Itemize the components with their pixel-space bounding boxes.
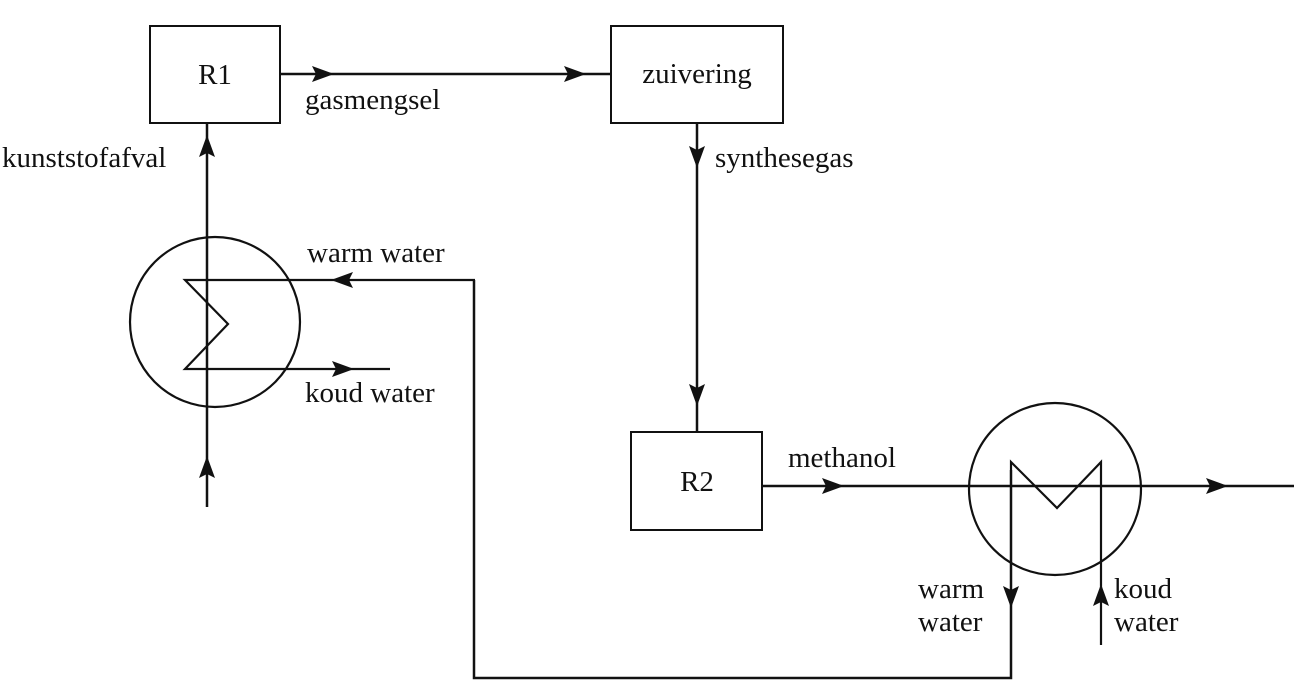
gasmengsel-arrow-2 bbox=[564, 66, 586, 82]
warm-water-return-line bbox=[472, 280, 1013, 680]
kunststofafval-arrow-top bbox=[199, 135, 215, 157]
heat-exchanger-left: warm water koud water bbox=[128, 235, 475, 409]
koud-water-left-label: koud water bbox=[305, 377, 435, 409]
methanol-arrow-2 bbox=[1206, 478, 1228, 494]
synthesegas-arrow-1 bbox=[689, 146, 705, 168]
gasmengsel-arrow-1 bbox=[312, 66, 334, 82]
stream-gasmengsel: gasmengsel bbox=[280, 66, 611, 116]
gasmengsel-label: gasmengsel bbox=[305, 84, 440, 116]
reactor-r1-box bbox=[149, 25, 281, 124]
reactor-r2-label: R2 bbox=[680, 466, 714, 498]
koud-water-bottom-arrow bbox=[1093, 584, 1109, 606]
synthesegas-arrow-2 bbox=[689, 384, 705, 406]
kunststofafval-label: kunststofafval bbox=[2, 142, 166, 174]
methanol-label: methanol bbox=[788, 442, 896, 474]
heat-exchanger-right-coil bbox=[1009, 459, 1103, 645]
stream-kunststofafval: kunststofafval bbox=[2, 123, 215, 507]
kunststofafval-arrow-bottom bbox=[199, 456, 215, 478]
methanol-arrow-1 bbox=[822, 478, 844, 494]
stream-methanol: methanol bbox=[762, 442, 1294, 494]
heat-exchanger-right-shell bbox=[967, 401, 1143, 577]
warm-water-bottom-line2: water bbox=[918, 606, 983, 638]
koud-water-left-arrow bbox=[332, 361, 354, 377]
heat-exchanger-left-coil bbox=[182, 278, 475, 371]
warm-water-bottom-arrow bbox=[1003, 586, 1019, 608]
heat-exchanger-left-shell bbox=[128, 235, 302, 409]
purification-label: zuivering bbox=[642, 58, 752, 90]
heat-exchanger-right: warm water koud water bbox=[918, 401, 1179, 645]
stream-synthesegas: synthesegas bbox=[689, 123, 854, 432]
warm-water-top-label: warm water bbox=[307, 237, 445, 269]
reactor-r2: R2 bbox=[630, 431, 763, 531]
warm-water-bottom-label: warm water bbox=[918, 573, 991, 638]
purification-unit: zuivering bbox=[610, 25, 784, 124]
reactor-r1-label: R1 bbox=[198, 59, 232, 91]
koud-water-bottom-line1: koud bbox=[1114, 573, 1173, 605]
reactor-r1: R1 bbox=[149, 25, 281, 124]
koud-water-bottom-label: koud water bbox=[1114, 573, 1179, 638]
synthesegas-label: synthesegas bbox=[715, 142, 854, 174]
purification-box bbox=[610, 25, 784, 124]
warm-water-top-arrow bbox=[331, 272, 353, 288]
koud-water-bottom-line2: water bbox=[1114, 606, 1179, 638]
warm-water-bottom-line1: warm bbox=[918, 573, 984, 605]
